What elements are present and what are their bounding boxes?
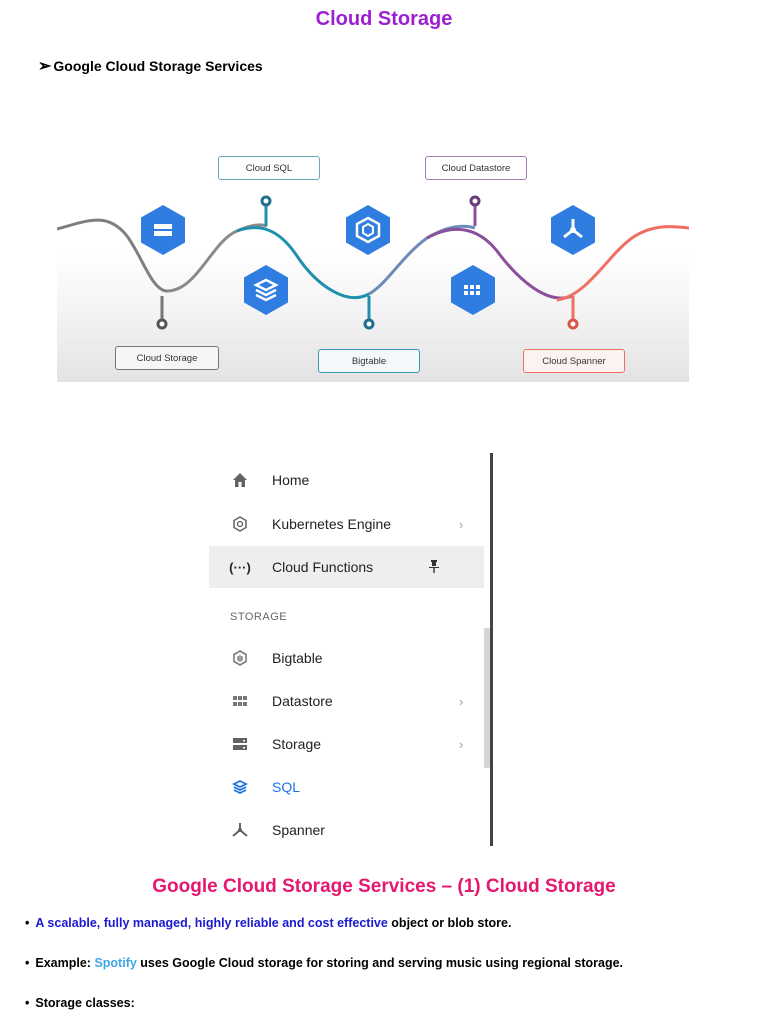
- home-icon: [230, 470, 250, 490]
- datastore-hex-icon: [447, 264, 499, 316]
- bigtable-hex-icon: [342, 204, 394, 256]
- bullet-3-text: Storage classes:: [35, 996, 135, 1010]
- nav-item-sql[interactable]: SQL: [209, 766, 484, 808]
- nav-item-kubernetes[interactable]: Kubernetes Engine ›: [209, 503, 484, 545]
- section-heading: ➢Google Cloud Storage Services: [38, 56, 263, 76]
- section-subtitle: Google Cloud Storage Services – (1) Clou…: [152, 876, 616, 897]
- nav-item-storage[interactable]: Storage ›: [209, 723, 484, 765]
- nav-label-spanner: Spanner: [272, 822, 325, 838]
- section-heading-text: Google Cloud Storage Services: [53, 58, 263, 74]
- spanner-hex-icon: [547, 204, 599, 256]
- chevron-right-icon: ›: [459, 516, 464, 532]
- bullet-2-text: uses Google Cloud storage for storing an…: [136, 956, 624, 970]
- nav-label-home: Home: [272, 472, 310, 488]
- spanner-icon: [230, 820, 250, 840]
- kubernetes-icon: [230, 514, 250, 534]
- bullet-1-text: object or blob store.: [387, 916, 512, 930]
- cloud-datastore-label: Cloud Datastore: [425, 156, 527, 180]
- bullet-item: • Example: Spotify uses Google Cloud stor…: [25, 956, 623, 970]
- bigtable-label: Bigtable: [318, 349, 420, 373]
- nav-label-sql: SQL: [272, 779, 301, 795]
- cloud-sql-label: Cloud SQL: [218, 156, 320, 180]
- nav-item-bigtable[interactable]: Bigtable: [209, 637, 484, 679]
- pin-icon[interactable]: [428, 559, 440, 576]
- storage-services-diagram: Cloud SQL Cloud Datastore Cloud Storage …: [57, 146, 689, 382]
- nav-item-cloud-functions[interactable]: (···) Cloud Functions: [209, 546, 484, 588]
- chevron-right-icon: ›: [459, 736, 464, 752]
- functions-icon: (···): [229, 559, 251, 575]
- nav-separator: [209, 589, 484, 590]
- nav-label-storage: Storage: [272, 736, 322, 752]
- nav-item-home[interactable]: Home: [209, 459, 484, 501]
- chevron-right-icon: ›: [459, 693, 464, 709]
- storage-hex-icon: [137, 204, 189, 256]
- datastore-icon: [230, 691, 250, 711]
- nav-item-spanner[interactable]: Spanner: [209, 809, 484, 846]
- bullet-item: • A scalable, fully managed, highly relia…: [25, 916, 511, 930]
- bullet-dot: •: [25, 916, 30, 930]
- bullet-dot: •: [25, 996, 30, 1010]
- cloud-spanner-label: Cloud Spanner: [523, 349, 625, 373]
- nav-label-datastore: Datastore: [272, 693, 333, 709]
- sql-hex-icon: [240, 264, 292, 316]
- nav-label-bigtable: Bigtable: [272, 650, 323, 666]
- services-wave: [57, 195, 689, 330]
- gcp-nav-menu: Home Kubernetes Engine › (···) Cloud Fun…: [209, 453, 493, 846]
- bigtable-icon: [230, 648, 250, 668]
- bullet-item: • Storage classes:: [25, 996, 135, 1010]
- bullet-2-spotify: Spotify: [94, 956, 137, 970]
- nav-label-kubernetes: Kubernetes Engine: [272, 516, 392, 532]
- nav-item-datastore[interactable]: Datastore ›: [209, 680, 484, 722]
- bullet-dot: •: [25, 956, 30, 970]
- nav-label-cloud-functions: Cloud Functions: [272, 559, 374, 575]
- nav-section-storage: STORAGE: [230, 611, 288, 623]
- sql-icon: [230, 777, 250, 797]
- bullet-1-highlight: A scalable, fully managed, highly reliab…: [35, 916, 388, 930]
- storage-icon: [230, 734, 250, 754]
- bullet-2-prefix: Example:: [35, 956, 95, 970]
- page-title: Cloud Storage: [315, 8, 453, 30]
- nav-scrollbar[interactable]: [484, 628, 490, 768]
- arrow-bullet-icon: ➢: [38, 58, 52, 75]
- cloud-storage-label: Cloud Storage: [115, 346, 219, 370]
